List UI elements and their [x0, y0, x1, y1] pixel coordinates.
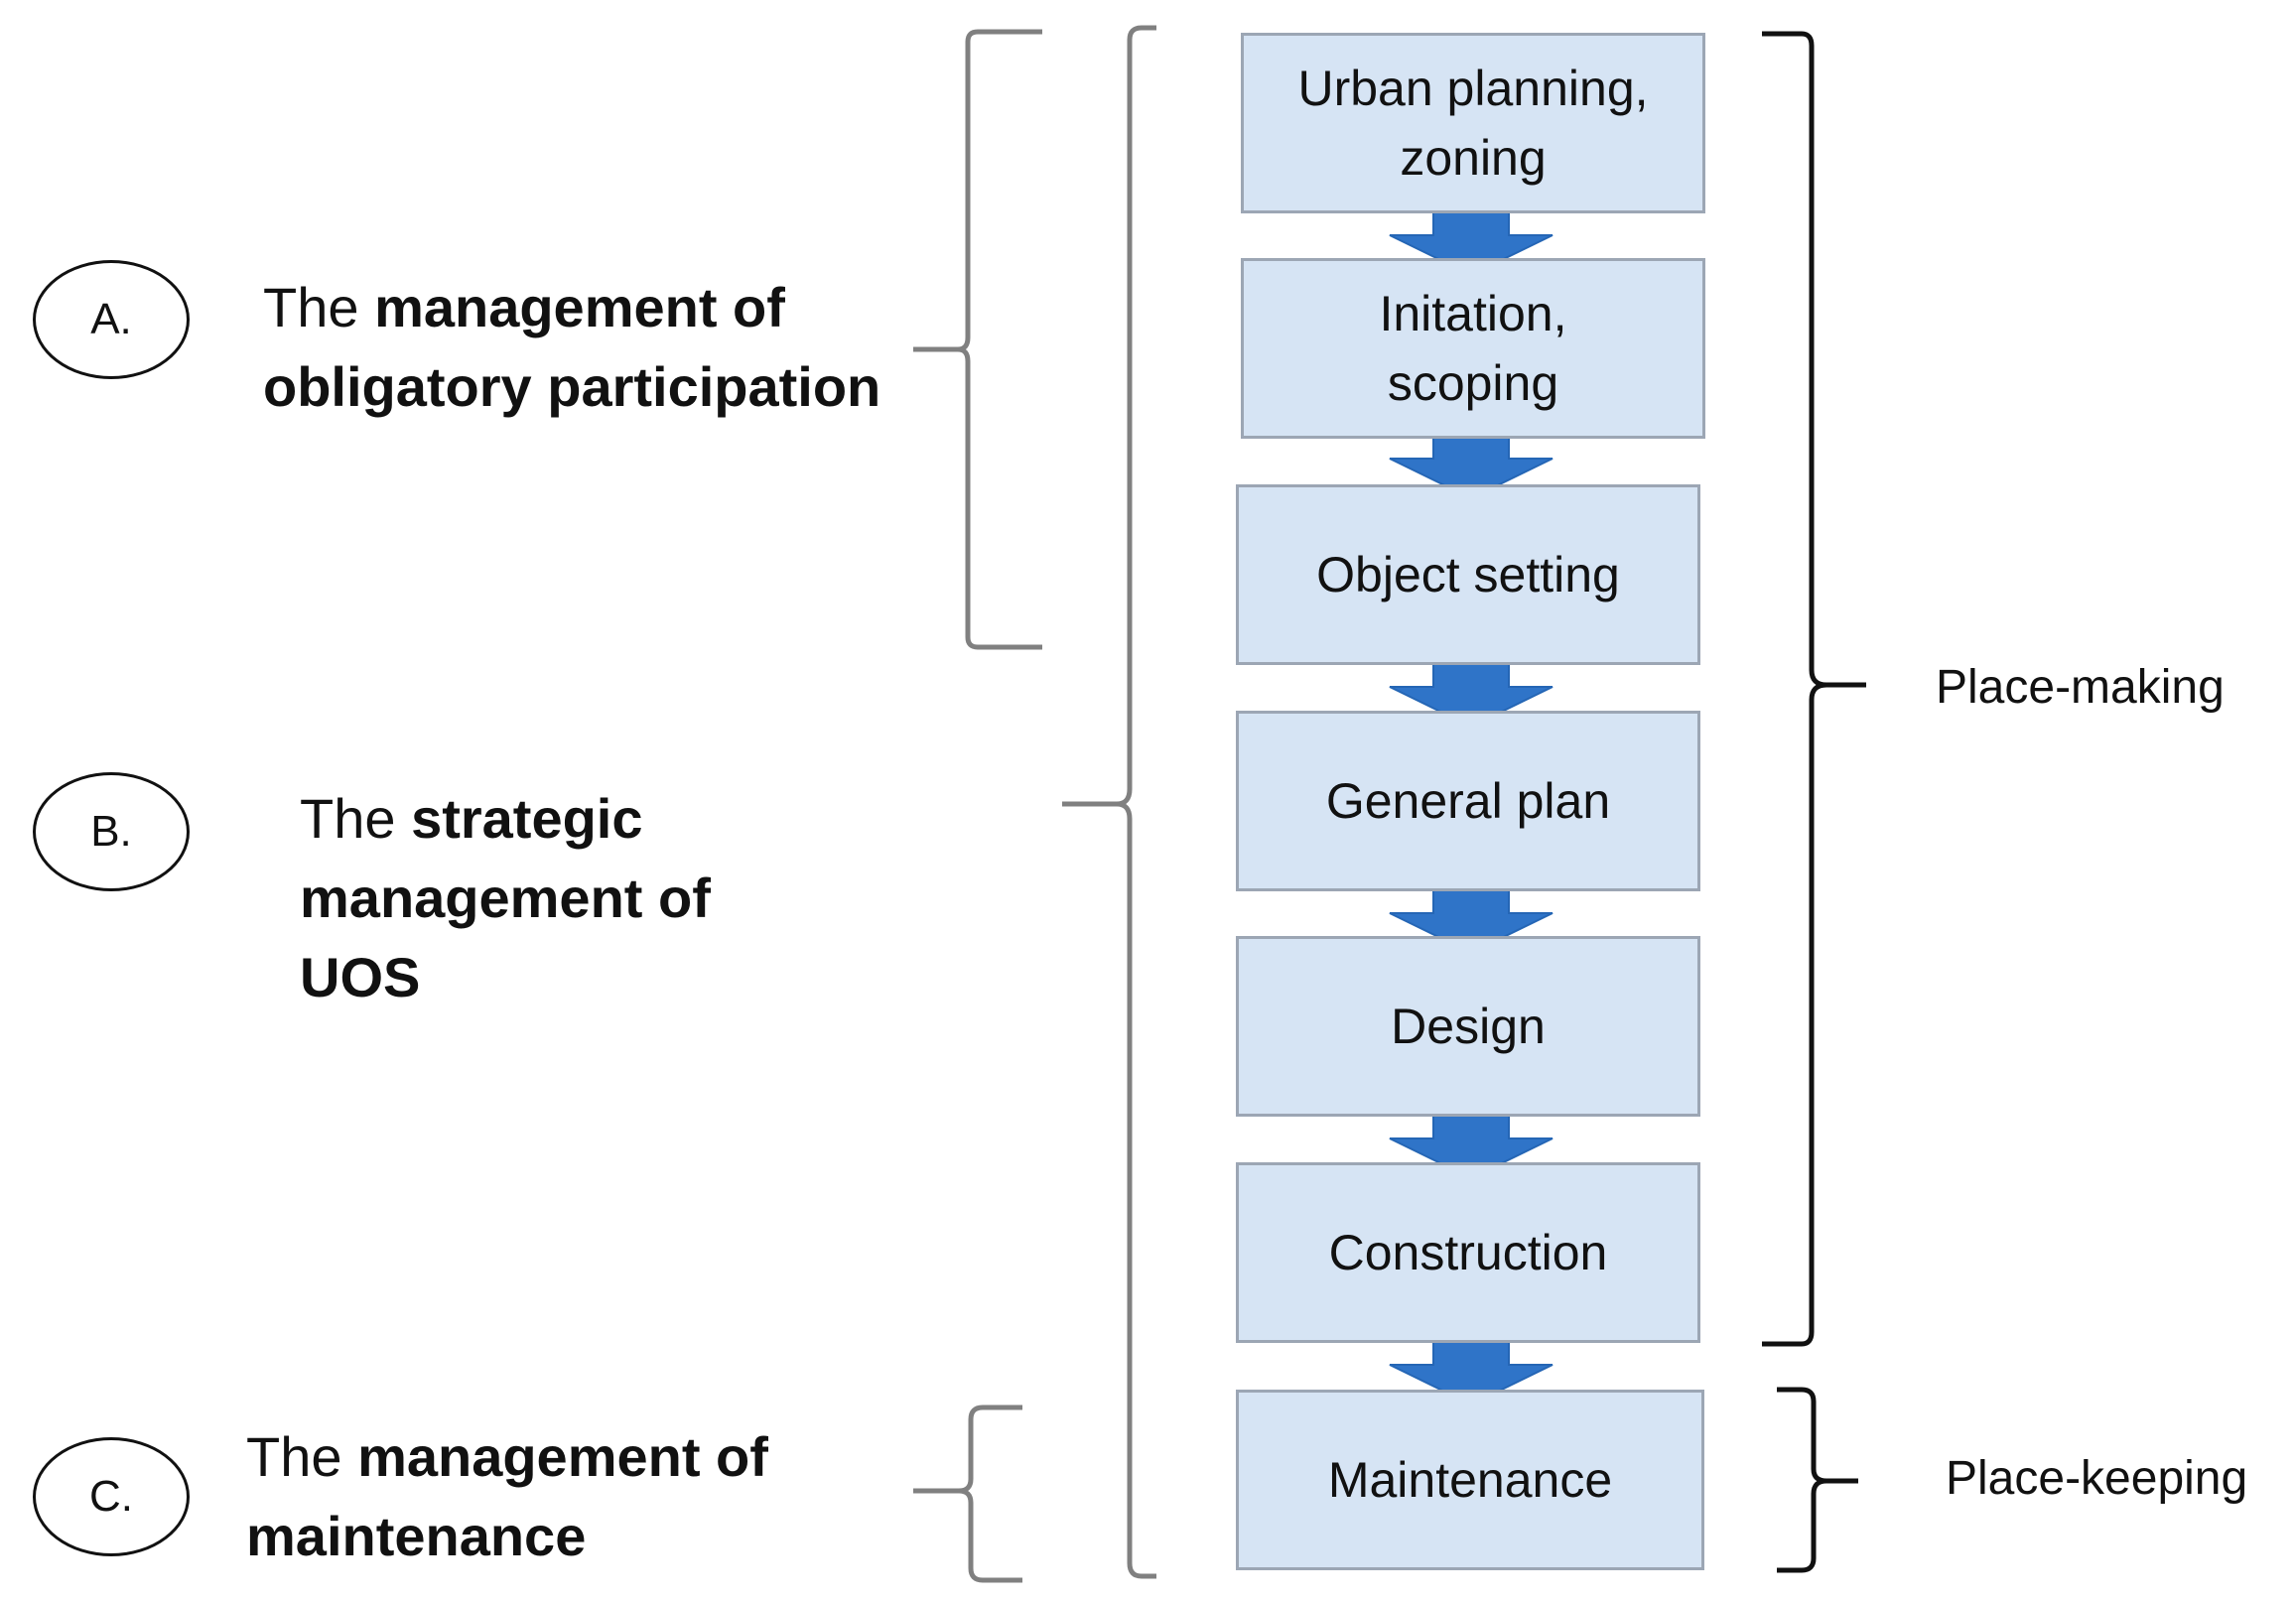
label-b-bold-1: strategic — [411, 787, 643, 850]
marker-b-label: B. — [90, 807, 132, 856]
bracket-place-making-icon — [1762, 31, 1866, 1347]
step-initation: Initation, scoping — [1241, 258, 1705, 439]
label-a-plain: The — [263, 276, 375, 338]
step-general-plan: General plan — [1236, 711, 1700, 891]
label-b-plain: The — [300, 787, 412, 850]
marker-a-label: A. — [90, 295, 132, 343]
marker-b: B. — [33, 772, 190, 891]
bracket-a-icon — [913, 29, 1042, 650]
step-design: Design — [1236, 936, 1700, 1117]
label-c-bold-2: maintenance — [246, 1505, 587, 1567]
bracket-c-icon — [913, 1404, 1022, 1583]
label-a: The management of obligatory participati… — [263, 268, 880, 427]
label-c: The management of maintenance — [246, 1417, 768, 1576]
marker-c-label: C. — [89, 1472, 133, 1521]
marker-c: C. — [33, 1437, 190, 1556]
step-urban-planning: Urban planning, zoning — [1241, 33, 1705, 213]
step-initation-line2: scoping — [1387, 355, 1559, 411]
label-a-bold-1: management of — [374, 276, 785, 338]
label-c-plain: The — [246, 1425, 358, 1488]
step-urban-planning-line2: zoning — [1400, 130, 1547, 186]
label-b: The strategic management of UOS — [300, 779, 711, 1017]
step-maintenance: Maintenance — [1236, 1390, 1704, 1570]
step-initation-line1: Initation, — [1379, 286, 1567, 341]
marker-a: A. — [33, 260, 190, 379]
label-a-bold-2: obligatory participation — [263, 355, 881, 418]
step-construction: Construction — [1236, 1162, 1700, 1343]
step-urban-planning-line1: Urban planning, — [1297, 61, 1649, 116]
label-b-bold-2: management of — [300, 867, 711, 929]
phase-place-keeping: Place-keeping — [1946, 1452, 2248, 1505]
step-maintenance-label: Maintenance — [1327, 1452, 1613, 1508]
phase-place-making: Place-making — [1936, 661, 2225, 714]
step-design-label: Design — [1391, 999, 1546, 1054]
step-object-setting: Object setting — [1236, 484, 1700, 665]
bracket-place-keeping-icon — [1777, 1387, 1858, 1573]
label-b-bold-3: UOS — [300, 946, 421, 1008]
step-object-setting-label: Object setting — [1316, 547, 1620, 602]
step-general-plan-label: General plan — [1325, 773, 1611, 829]
step-construction-label: Construction — [1328, 1225, 1608, 1280]
label-c-bold-1: management of — [357, 1425, 768, 1488]
bracket-b-icon — [1062, 25, 1156, 1579]
